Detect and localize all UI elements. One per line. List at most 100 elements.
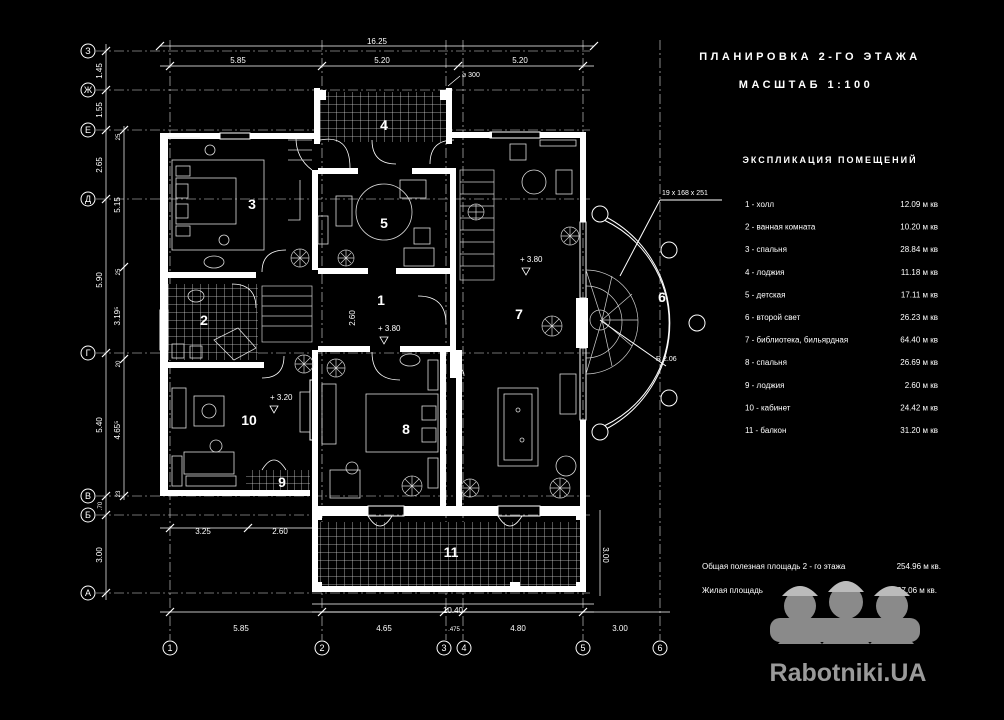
stairs <box>261 139 495 343</box>
plan-title: ПЛАНИРОВКА 2-ГО ЭТАЖА <box>699 51 921 63</box>
dim-inner-4: 20 <box>116 360 122 367</box>
plants <box>290 203 580 499</box>
dim-inner-5: 4.65⁵ <box>113 421 122 440</box>
room-3-label: 3 <box>248 196 256 212</box>
axis-row-v: В <box>85 491 91 501</box>
explication-item-9: 9 - лоджия <box>745 381 784 390</box>
dim-bottom-4: 3.00 <box>612 624 628 633</box>
room-numbers: 1 2 3 4 5 6 7 8 9 10 11 <box>200 117 666 560</box>
bathroom-floor <box>168 284 258 360</box>
radius-annotation: R 2.06 <box>656 356 677 363</box>
explication-item-1: 1 - холл <box>745 200 774 209</box>
dim-left-small: .70 <box>98 501 104 510</box>
level-office: + 3.20 <box>270 393 293 402</box>
axis-col-5: 5 <box>580 643 585 653</box>
room-1-label: 1 <box>377 292 385 308</box>
dim-hall: 2.60 <box>348 310 357 326</box>
explication-item-8: 8 - спальня <box>745 358 787 367</box>
dim-left-7: 3.00 <box>95 547 104 563</box>
dim-balcony-depth: 3.00 <box>601 547 610 563</box>
living-area-label: Жилая площадь <box>702 586 763 595</box>
loggia-4-floor <box>318 92 448 142</box>
room-8-label: 8 <box>402 421 410 437</box>
dim-bottom-small: .475 <box>448 627 460 633</box>
level-hall: + 3.80 <box>378 324 401 333</box>
axis-col-1: 1 <box>167 643 172 653</box>
room-10-label: 10 <box>241 412 257 428</box>
explication-item-11: 11 - балкон <box>745 426 786 435</box>
dim-balcony-width: 10.40 <box>443 606 464 615</box>
spiral-stair <box>585 269 639 375</box>
dim-inner-6: 23 <box>116 490 122 497</box>
explication-item-2: 2 - ванная комната <box>745 223 816 232</box>
axis-row-z: З <box>85 46 90 56</box>
dim-bottom-2: 4.65 <box>376 624 392 633</box>
dim-top-3: 5.20 <box>512 56 528 65</box>
dimension-lines <box>101 41 670 617</box>
level-library: + 3.80 <box>520 255 543 264</box>
room-6-label: 6 <box>658 289 666 305</box>
dim-bottom-3: 4.80 <box>510 624 526 633</box>
explication-item-7: 7 - библиотека, бильярдная <box>745 336 848 345</box>
watermark-logo <box>770 581 920 644</box>
explication-area-1: 12.09 м кв <box>900 200 938 209</box>
room-9-label: 9 <box>278 474 286 490</box>
dim-mid-2: 2.60 <box>272 527 288 536</box>
dim-top-total: 16.25 <box>367 37 388 46</box>
axis-col-6: 6 <box>657 643 662 653</box>
explication-item-4: 4 - лоджия <box>745 268 784 277</box>
axis-col-2: 2 <box>319 643 324 653</box>
explication-area-8: 26.69 м кв <box>900 358 938 367</box>
dim-left-3: 2.65 <box>95 157 104 173</box>
dim-left-6: 5.40 <box>95 417 104 433</box>
explication-area-3: 28.84 м кв <box>900 245 938 254</box>
axis-cols: 1 2 3 4 5 6 <box>162 640 668 656</box>
diameter-annotation: ⌀ 300 <box>462 72 480 79</box>
room-2-label: 2 <box>200 312 208 328</box>
axis-row-g: Г <box>86 348 91 358</box>
balcony-floor <box>318 522 580 590</box>
room-5-label: 5 <box>380 215 388 231</box>
axis-row-a: А <box>85 588 91 598</box>
room-4-label: 4 <box>380 117 388 133</box>
explication-heading: ЭКСПЛИКАЦИЯ ПОМЕЩЕНИЙ <box>742 154 917 165</box>
explication-area-6: 26.23 м кв <box>900 313 938 322</box>
dim-top-2: 5.20 <box>374 56 390 65</box>
explication-item-10: 10 - кабинет <box>745 403 791 412</box>
total-area-value: 254.96 м кв. <box>897 562 941 571</box>
axis-col-4: 4 <box>461 643 466 653</box>
explication-list: 1 - холл 12.09 м кв 2 - ванная комната 10.2… <box>745 200 938 435</box>
explication-item-3: 3 - спальня <box>745 245 787 254</box>
dim-left-1: 1.45 <box>95 63 104 79</box>
dim-inner-3: 3.19⁵ <box>113 307 122 326</box>
level-marks: + 3.80 + 3.80 + 3.20 <box>269 255 543 414</box>
explication-item-6: 6 - второй свет <box>745 313 801 322</box>
axis-col-3: 3 <box>441 643 446 653</box>
dim-inner-1: 25 <box>116 133 122 140</box>
total-area-label: Общая полезная площадь 2 - го этажа <box>702 562 846 571</box>
doors <box>231 137 523 527</box>
living-area-value: 97.06 м кв. <box>897 586 937 595</box>
bay-window <box>591 199 722 441</box>
dim-bottom-1: 5.85 <box>233 624 249 633</box>
watermark-text: Rabotniki.UA <box>770 659 927 687</box>
dim-left-4: 5.15 <box>113 197 122 213</box>
axis-row-zh: Ж <box>84 85 93 95</box>
axis-rows: З Ж Е Д Г В Б А <box>80 43 96 601</box>
plan-scale: МАСШТАБ 1:100 <box>739 79 873 91</box>
dim-top-1: 5.85 <box>230 56 246 65</box>
explication-area-2: 10.20 м кв <box>900 223 938 232</box>
furniture <box>168 137 577 499</box>
window-size-annotation: 19 x 168 x 251 <box>662 190 708 197</box>
walls <box>160 88 588 592</box>
explication-area-4: 11.18 м кв <box>901 268 938 277</box>
explication-area-7: 64.40 м кв <box>900 336 938 345</box>
explication-area-10: 24.42 м кв <box>900 403 938 412</box>
explication-item-5: 5 - детская <box>745 290 785 299</box>
axis-row-e: Е <box>85 125 91 135</box>
explication-area-5: 17.11 м кв <box>901 290 938 299</box>
dim-inner-2: 25 <box>116 268 122 275</box>
explication-area-11: 31.20 м кв <box>900 426 938 435</box>
